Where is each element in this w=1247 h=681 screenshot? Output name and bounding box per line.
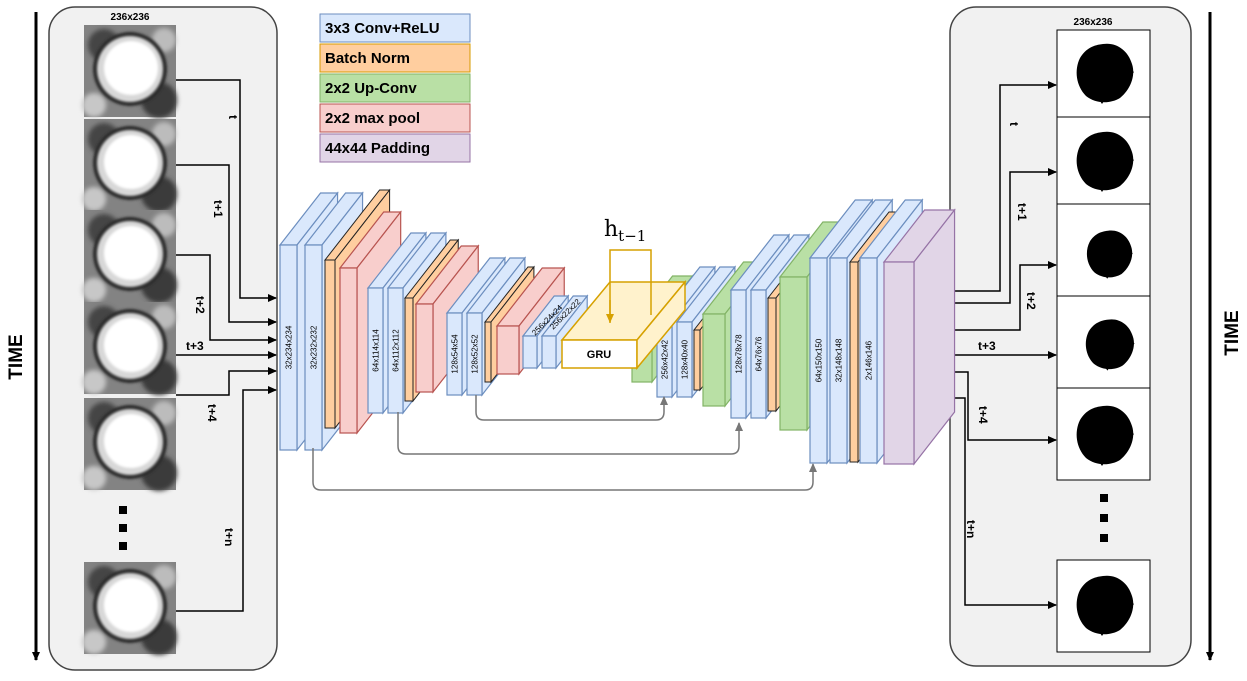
input-frame-n: [82, 562, 177, 655]
layer-padding: [882, 208, 956, 466]
legend: 3x3 Conv+ReLU Batch Norm 2x2 Up-Conv 2x2 ma…: [319, 13, 471, 163]
legend-label-2: 2x2 Up-Conv: [325, 80, 417, 97]
layer-dec4b-label: 128x40x40: [681, 339, 690, 379]
input-arrows: [176, 79, 277, 612]
time-step-t4-out: t+4: [976, 406, 990, 424]
time-step-tn-out: t+n: [964, 520, 978, 538]
time-step-t-in: t: [226, 115, 240, 119]
legend-label-1: Batch Norm: [325, 50, 410, 67]
gru-block: GRU ht−1: [560, 217, 687, 371]
layer-enc2a-label: 64x114x114: [372, 329, 381, 372]
gru-label: GRU: [587, 349, 612, 361]
output-ellipsis: [1100, 494, 1108, 542]
output-masks: [1056, 29, 1151, 653]
layer-enc3b-label: 128x52x52: [471, 334, 480, 374]
input-frame-3: [82, 210, 177, 303]
input-frame-2: [82, 119, 177, 212]
time-step-t1-in: t+1: [211, 200, 225, 218]
layer-dec3b-label: 64x76x76: [755, 336, 764, 371]
layer-enc3a-label: 128x54x54: [451, 334, 460, 374]
input-frame-4: [82, 302, 177, 395]
gru-side-face: [636, 279, 686, 371]
legend-swatch-3: [319, 103, 471, 133]
layer-dec2b-label: 32x148x148: [835, 338, 844, 382]
legend-swatch-0: [319, 13, 471, 43]
layer-enc2b-label: 64x112x112: [392, 329, 401, 372]
output-size-label: 236x236: [1074, 17, 1113, 28]
layer-dec2a-label: 64x150x150: [815, 338, 824, 382]
time-step-t1-out: t+1: [1015, 203, 1029, 221]
time-step-t-out: t: [1007, 122, 1021, 126]
legend-label-4: 44x44 Padding: [325, 140, 430, 157]
input-frame-1: [82, 25, 177, 118]
input-frame-5: [82, 398, 177, 491]
gru-recurrent-loop: [609, 249, 652, 323]
time-step-t2-in: t+2: [193, 296, 207, 314]
input-ellipsis: [119, 506, 127, 550]
skip-connection-1: [312, 448, 817, 491]
time-step-t4-in: t+4: [205, 404, 219, 422]
layer-out-label: 2x146x146: [865, 340, 874, 380]
layer-enc1b-label: 32x232x232: [310, 325, 319, 369]
hidden-state-label: ht−1: [604, 217, 646, 245]
time-step-t2-out: t+2: [1024, 292, 1038, 310]
skip-connections: [312, 395, 817, 491]
legend-swatch-2: [319, 73, 471, 103]
layer-dec3a-label: 128x78x78: [735, 334, 744, 374]
legend-swatch-4: [319, 133, 471, 163]
time-label-right: TIME: [1222, 310, 1243, 355]
time-step-t3-in: t+3: [186, 339, 204, 353]
layer-dec4a-label: 256x42x42: [661, 339, 670, 379]
skip-connection-3: [475, 395, 668, 421]
skip-connection-2: [397, 412, 743, 455]
layer-enc1a-label: 32x234x234: [285, 325, 294, 369]
time-step-tn-in: t+n: [222, 528, 236, 546]
time-step-t3-out: t+3: [978, 339, 996, 353]
time-label-left: TIME: [6, 334, 27, 379]
legend-label-3: 2x2 max pool: [325, 110, 420, 127]
legend-label-0: 3x3 Conv+ReLU: [325, 20, 440, 37]
input-size-label: 236x236: [111, 12, 150, 23]
legend-swatch-1: [319, 43, 471, 73]
